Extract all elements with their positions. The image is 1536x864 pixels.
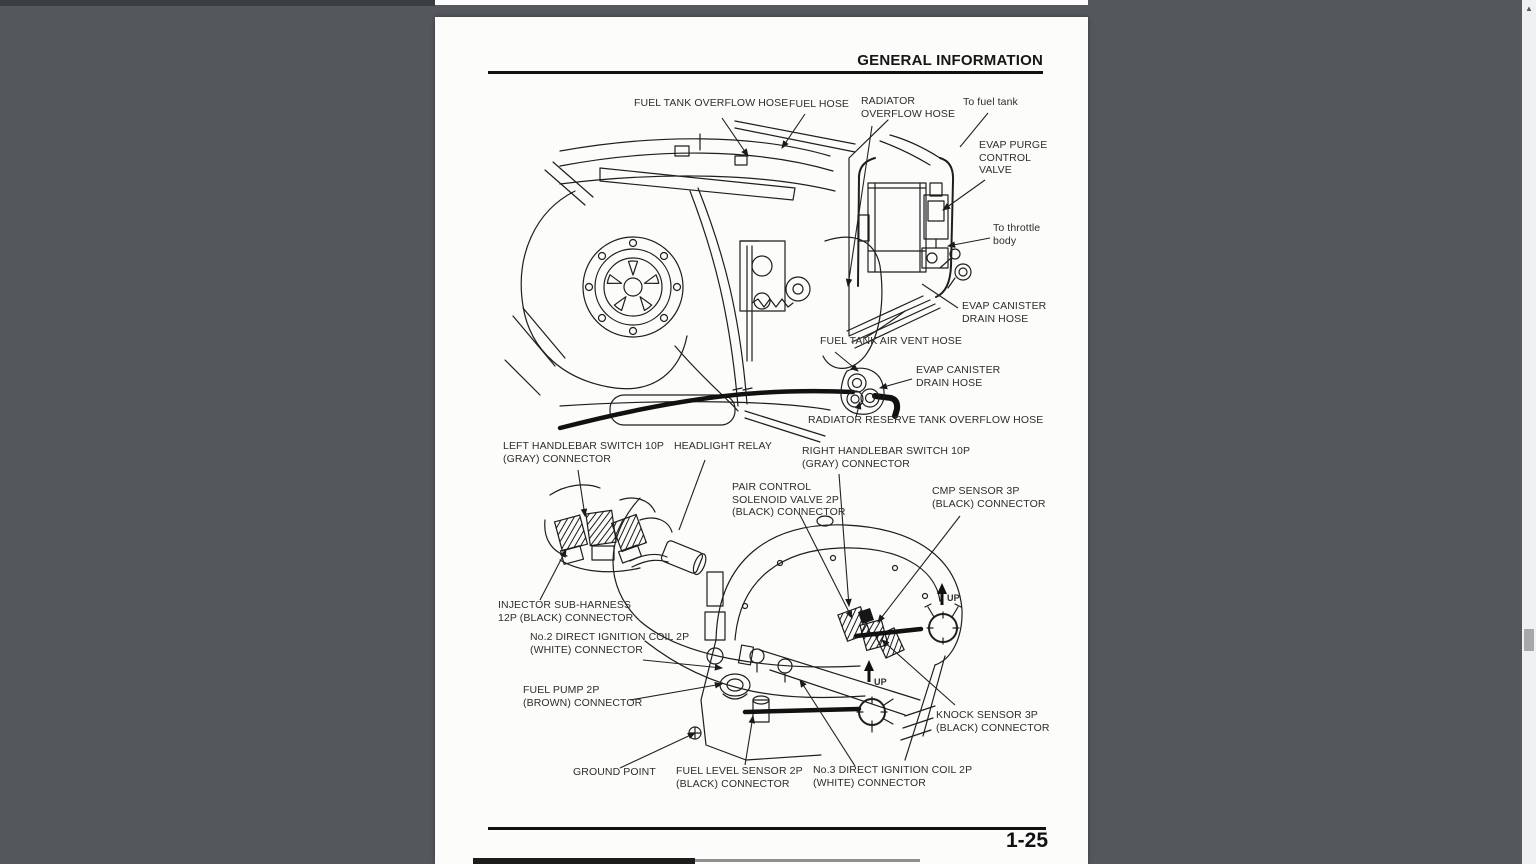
label-right-handlebar-switch-connector: RIGHT HANDLEBAR SWITCH 10P (GRAY) CONNEC… [802, 445, 971, 470]
page-number: 1-25 [1005, 829, 1048, 852]
label-fuel-pump-connector: FUEL PUMP 2P (BROWN) CONNECTOR [523, 684, 643, 709]
label-evap-purge-control-valve: EVAP PURGE CONTROL VALVE [979, 139, 1048, 176]
label-evap-canister-drain-hose-lower: EVAP CANISTER DRAIN HOSE [916, 364, 1001, 389]
label-knock-sensor-connector: KNOCK SENSOR 3P (BLACK) CONNECTOR [936, 709, 1050, 734]
next-page-top-edge [473, 858, 695, 864]
viewer-top-edge [0, 0, 435, 6]
page-title: GENERAL INFORMATION [857, 52, 1043, 69]
footer-rule [488, 827, 1046, 830]
label-up-marker-knock: UP [874, 677, 887, 687]
label-fuel-tank-overflow-hose: FUEL TANK OVERFLOW HOSE [634, 97, 789, 109]
header-rule [488, 71, 1043, 74]
label-up-marker-cmp: UP [947, 593, 960, 603]
label-to-throttle-body: To throttle body [993, 222, 1041, 247]
label-fuel-level-sensor-connector: FUEL LEVEL SENSOR 2P (BLACK) CONNECTOR [676, 765, 803, 790]
next-page-top-line [695, 859, 920, 862]
label-evap-canister-drain-hose-upper: EVAP CANISTER DRAIN HOSE [962, 300, 1047, 325]
label-no2-direct-ignition-coil-connector: No.2 DIRECT IGNITION COIL 2P (WHITE) CON… [530, 631, 690, 656]
previous-page-bottom-edge [435, 0, 1088, 5]
label-injector-sub-harness-connector: INJECTOR SUB-HARNESS 12P (BLACK) CONNECT… [498, 599, 634, 624]
label-ground-point: GROUND POINT [573, 766, 656, 778]
scrollbar-up-arrow-icon[interactable]: ▲ [1525, 3, 1533, 13]
label-radiator-reserve-tank-overflow-hose: RADIATOR RESERVE TANK OVERFLOW HOSE [808, 414, 1044, 426]
scrollbar-thumb[interactable] [1524, 629, 1534, 651]
label-radiator-overflow-hose: RADIATOR OVERFLOW HOSE [861, 95, 956, 120]
label-no3-direct-ignition-coil-connector: No.3 DIRECT IGNITION COIL 2P (WHITE) CON… [813, 764, 973, 789]
label-to-fuel-tank: To fuel tank [963, 96, 1018, 108]
label-left-handlebar-switch-connector: LEFT HANDLEBAR SWITCH 10P (GRAY) CONNECT… [503, 440, 665, 465]
label-fuel-hose: FUEL HOSE [789, 98, 850, 110]
label-cmp-sensor-connector: CMP SENSOR 3P (BLACK) CONNECTOR [932, 485, 1046, 510]
label-fuel-tank-air-vent-hose: FUEL TANK AIR VENT HOSE [820, 335, 962, 347]
label-headlight-relay: HEADLIGHT RELAY [674, 440, 772, 452]
vertical-scrollbar[interactable]: ▲ [1522, 0, 1536, 864]
label-pair-control-solenoid-valve-connector: PAIR CONTROL SOLENOID VALVE 2P (BLACK) C… [732, 481, 846, 518]
